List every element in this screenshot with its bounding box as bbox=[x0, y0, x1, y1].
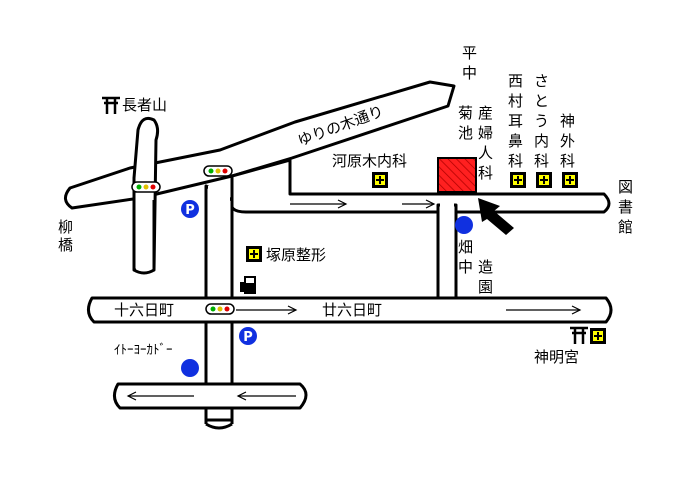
traffic-signal-icon bbox=[205, 303, 235, 315]
svg-text:図: 図 bbox=[618, 178, 633, 196]
arrow-icon bbox=[506, 305, 582, 315]
svg-text:柳: 柳 bbox=[58, 218, 73, 236]
svg-text:P: P bbox=[185, 203, 195, 218]
svg-text:畑: 畑 bbox=[458, 238, 473, 256]
hospital-icon bbox=[372, 172, 388, 188]
svg-text:西: 西 bbox=[508, 72, 523, 90]
svg-text:う: う bbox=[534, 112, 549, 130]
arrow-icon bbox=[236, 391, 296, 401]
round-marker-icon bbox=[455, 216, 473, 234]
shrine-icon-shinmeigu bbox=[570, 326, 588, 344]
label-shinmeigu: 神明宮 bbox=[534, 348, 579, 366]
road-label-nijurokunichi: 廿六日町 bbox=[322, 301, 382, 319]
arrow-icon bbox=[402, 199, 436, 209]
traffic-signal-icon bbox=[131, 181, 161, 193]
traffic-signal-icon bbox=[203, 165, 233, 177]
label-kamino-clinic: 神 外 科 bbox=[560, 112, 575, 170]
svg-text:園: 園 bbox=[478, 278, 493, 296]
hospital-icon bbox=[246, 246, 262, 262]
svg-text:P: P bbox=[243, 330, 253, 345]
svg-text:書: 書 bbox=[618, 198, 633, 216]
label-kawaharagi-clinic: 河原木内科 bbox=[332, 152, 407, 170]
label-tsukahara-clinic: 塚原整形 bbox=[266, 246, 326, 264]
svg-text:菊: 菊 bbox=[458, 104, 473, 122]
traffic-signals bbox=[131, 165, 235, 315]
label-itoyokado: ｲﾄｰﾖｰｶﾄﾞｰ bbox=[114, 343, 173, 358]
label-hiranaka: 平 中 bbox=[462, 44, 477, 82]
round-marker-icon bbox=[181, 359, 199, 377]
label-sato-clinic: さ と う 内 科 bbox=[534, 72, 549, 170]
svg-text:外: 外 bbox=[560, 132, 575, 150]
svg-text:婦: 婦 bbox=[478, 124, 493, 142]
arrow-icon bbox=[236, 305, 298, 315]
target-clinic-building bbox=[437, 157, 477, 193]
label-yanagibashi: 柳 橋 bbox=[58, 218, 73, 254]
svg-text:造: 造 bbox=[478, 258, 493, 276]
svg-text:科: 科 bbox=[560, 152, 575, 170]
road-hatanaka bbox=[436, 203, 458, 302]
svg-text:中: 中 bbox=[462, 64, 477, 82]
road-label-jurokunichi: 十六日町 bbox=[114, 301, 174, 319]
label-nishimura-ent: 西 村 耳 鼻 科 bbox=[508, 72, 523, 170]
svg-text:鼻: 鼻 bbox=[508, 132, 523, 150]
gas-station-icon bbox=[240, 276, 256, 294]
label-library: 図 書 館 bbox=[618, 178, 633, 236]
arrow-icon bbox=[290, 199, 348, 209]
road-edges bbox=[132, 200, 458, 430]
svg-text:池: 池 bbox=[458, 124, 473, 142]
svg-text:人: 人 bbox=[478, 144, 493, 162]
svg-text:産: 産 bbox=[478, 104, 493, 122]
arrow-icon bbox=[478, 198, 514, 235]
svg-text:村: 村 bbox=[508, 92, 523, 110]
hospital-icon bbox=[536, 172, 552, 188]
svg-text:橋: 橋 bbox=[58, 236, 73, 254]
hospital-icon bbox=[510, 172, 526, 188]
svg-text:と: と bbox=[534, 92, 549, 110]
svg-text:平: 平 bbox=[462, 44, 477, 62]
svg-text:さ: さ bbox=[534, 72, 549, 90]
parking-icon: P bbox=[239, 327, 257, 345]
svg-text:中: 中 bbox=[458, 258, 473, 276]
svg-text:内: 内 bbox=[534, 132, 549, 150]
hospital-icon bbox=[562, 172, 578, 188]
label-hatanaka-nursery: 畑 中 造 園 bbox=[458, 238, 493, 296]
hospital-icon bbox=[590, 328, 606, 344]
svg-text:科: 科 bbox=[534, 152, 549, 170]
road-yuri-street bbox=[64, 80, 456, 210]
arrow-icon bbox=[126, 391, 194, 401]
svg-text:神: 神 bbox=[560, 112, 575, 130]
shrine-icon-chojayama bbox=[102, 96, 120, 114]
svg-text:館: 館 bbox=[618, 218, 633, 236]
label-obgyn: 産 婦 人 科 bbox=[478, 104, 493, 182]
svg-text:科: 科 bbox=[478, 164, 493, 182]
parking-icon: P bbox=[181, 200, 199, 218]
label-chojayama: 長者山 bbox=[122, 96, 167, 114]
svg-text:科: 科 bbox=[508, 152, 523, 170]
svg-text:耳: 耳 bbox=[508, 112, 523, 130]
direction-arrows bbox=[126, 199, 582, 401]
hospital-marks bbox=[246, 172, 606, 344]
label-kikuchi: 菊 池 bbox=[458, 104, 473, 142]
